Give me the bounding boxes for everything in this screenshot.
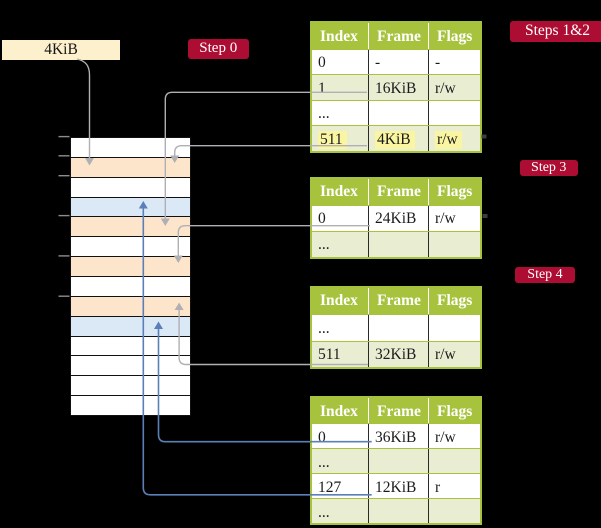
column-header-flags: Flags [428,178,480,205]
column-header-frame: Frame [368,287,428,315]
cell-frame: - [368,49,428,74]
cell-flags [428,315,480,341]
memory-row-peach [70,216,190,237]
column-header-flags: Flags [428,398,480,424]
table-header-row: Index Frame Flags [312,398,480,424]
cell-flags [428,449,480,474]
memory-row-white [70,138,190,157]
memory-row-peach [70,256,190,277]
cell-flags: - [428,49,480,74]
page-table-step-4-lower: Index Frame Flags 0 36KiB r/w ... 127 12… [310,396,482,526]
table-row: 0 24KiB r/w [312,204,480,231]
column-header-index: Index [320,292,358,309]
cell-index: ... [318,503,330,521]
steps12-label: Steps 1&2 [510,21,601,42]
cell-flags: r/w [428,75,480,100]
cell-index: 0 [318,428,326,446]
page-table-step-4-upper: Index Frame Flags ... 511 32KiB r/w [310,285,482,370]
table-row: 0 - - [312,48,480,74]
column-header-flags: Flags [428,287,480,315]
memory-row-white [70,236,190,257]
table-row: 1 16KiB r/w [312,74,480,100]
highlight-mark: 511 [318,130,347,149]
table-row: 127 12KiB r [312,473,480,499]
cell-frame: 4KiB [368,126,428,151]
cell-flags: r [428,474,480,499]
cell-flags [428,499,480,524]
cell-frame: 36KiB [368,424,428,449]
table-row: 511 32KiB r/w [312,340,480,368]
stray-mark [482,214,488,218]
memory-row-white [70,276,190,296]
memory-row-blue [70,315,190,336]
page-table-steps-1-2: Index Frame Flags 0 - - 1 16KiB r/w ... … [310,21,482,153]
cell-index: ... [318,236,330,253]
memory-row-peach [70,295,190,316]
step3-label: Step 3 [519,160,578,176]
column-header-frame: Frame [368,398,428,424]
cell-flags [428,100,480,125]
cell-index: 511 [318,346,341,364]
memory-row-white [70,176,190,197]
cell-flags: r/w [428,424,480,449]
cell-frame [368,100,428,125]
table-header-row: Index Frame Flags [312,178,480,205]
memory-row-white [70,355,190,376]
cell-flags: r/w [428,126,480,151]
page-table-step-3: Index Frame Flags 0 24KiB r/w ... [310,176,482,259]
memory-row-peach [70,156,190,177]
cell-index: ... [318,105,330,122]
step4-label: Step 4 [515,266,575,283]
cell-index: 0 [318,54,326,71]
column-header-flags: Flags [428,23,480,49]
step0-label: Step 0 [188,39,249,59]
cell-frame [368,449,428,474]
cell-frame: 16KiB [368,75,428,100]
column-header-frame: Frame [368,178,428,205]
memory-row-white [70,335,190,356]
stray-mark [481,134,487,139]
cell-frame [368,315,428,341]
cell-frame [368,499,428,524]
cell-flags: r/w [428,341,480,368]
page-size-box: 4KiB [2,40,120,60]
cell-flags [428,231,480,257]
cell-flags: r/w [428,205,480,231]
highlight-mark: r/w [435,130,462,149]
cell-index: 1 [318,79,326,97]
table-row: ... [312,448,480,474]
cell-frame: 32KiB [368,341,428,368]
table-header-row: Index Frame Flags [312,287,480,315]
cell-frame: 24KiB [368,205,428,231]
table-header-row: Index Frame Flags [312,23,480,49]
table-row: ... [312,498,480,524]
column-header-index: Index [320,27,358,45]
cell-frame: 12KiB [368,474,428,499]
cell-index: ... [318,319,330,337]
column-header-index: Index [320,402,358,420]
cell-index: ... [318,453,330,471]
memory-column [69,137,191,416]
table-row: ... [312,99,480,125]
column-header-frame: Frame [368,23,428,49]
cell-frame [368,231,428,257]
cell-index: 127 [318,478,342,496]
memory-row-blue [70,196,190,217]
memory-row-white [70,375,190,396]
table-row: ... [312,230,480,257]
table-row: 0 36KiB r/w [312,423,480,449]
cell-index: 511 [312,126,368,151]
cell-index: 0 [318,210,326,227]
memory-row-white [70,395,190,416]
column-header-index: Index [320,183,358,200]
table-row-highlighted: 511 4KiB r/w [312,125,480,151]
table-row: ... [312,314,480,341]
highlight-mark: 4KiB [375,130,415,149]
